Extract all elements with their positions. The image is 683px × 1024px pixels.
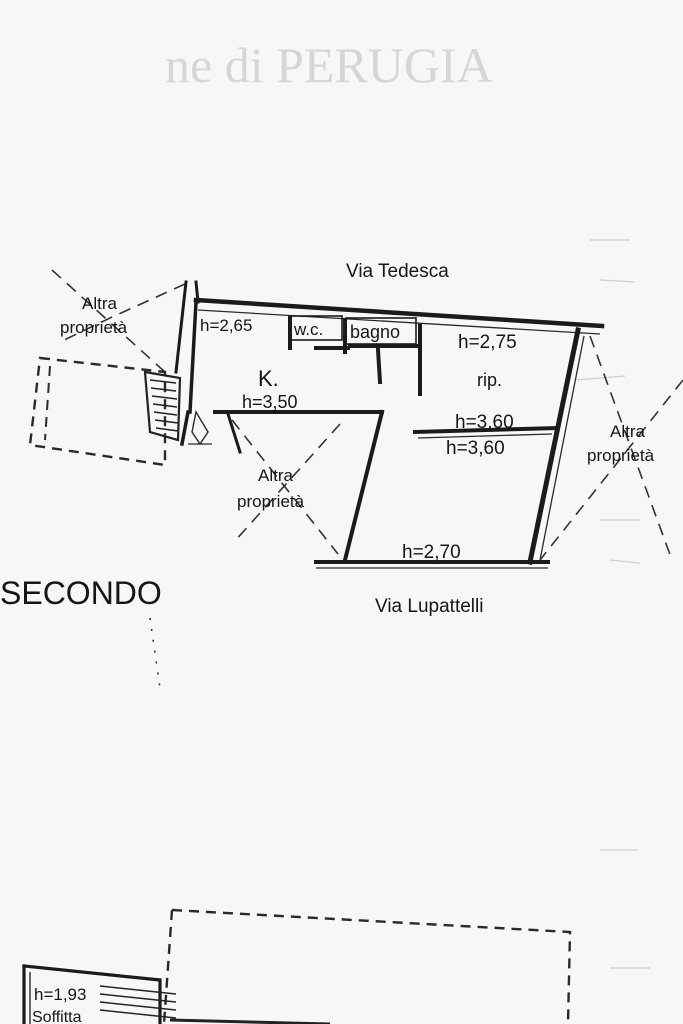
lower-plan xyxy=(22,908,572,1024)
center-neighbour-area xyxy=(231,419,341,555)
dotted-mark xyxy=(149,617,161,689)
apartment-walls xyxy=(179,280,605,569)
other-property-right-1: Altra xyxy=(610,422,646,441)
lower-staircase-hatch xyxy=(99,985,331,1024)
room-height-265: h=2,65 xyxy=(200,316,252,335)
other-property-right-2: proprietà xyxy=(587,446,655,465)
right-neighbour-area xyxy=(539,335,683,561)
room-kitchen: K. xyxy=(258,366,279,391)
room-bagno: bagno xyxy=(350,322,400,342)
street-label-bottom: Via Lupattelli xyxy=(375,596,483,617)
bagno-box xyxy=(345,317,417,345)
staircase-hatch xyxy=(143,370,182,442)
lower-soffitta: Soffitta xyxy=(32,1009,82,1024)
room-wc: w.c. xyxy=(293,320,323,339)
wc-box xyxy=(289,315,343,341)
margin-marks xyxy=(574,239,650,969)
room-height-350: h=3,50 xyxy=(242,392,298,412)
room-rip: rip. xyxy=(477,370,502,390)
left-neighbour-area xyxy=(28,269,188,467)
other-property-left-2: proprietà xyxy=(60,318,128,337)
other-property-left-1: Altra xyxy=(82,294,118,313)
room-height-360-b: h=3,60 xyxy=(446,438,505,459)
street-label-top: Via Tedesca xyxy=(346,261,449,282)
floor-label: SECONDO xyxy=(0,575,162,611)
room-height-275: h=2,75 xyxy=(458,332,517,353)
room-height-360-a: h=3,60 xyxy=(455,412,514,433)
lower-height-193: h=1,93 xyxy=(34,985,86,1004)
header-faint-text: ne di PERUGIA xyxy=(165,37,493,93)
room-height-270: h=2,70 xyxy=(402,542,461,563)
other-property-center-2: proprietà xyxy=(237,492,305,511)
other-property-center-1: Altra xyxy=(258,466,294,485)
